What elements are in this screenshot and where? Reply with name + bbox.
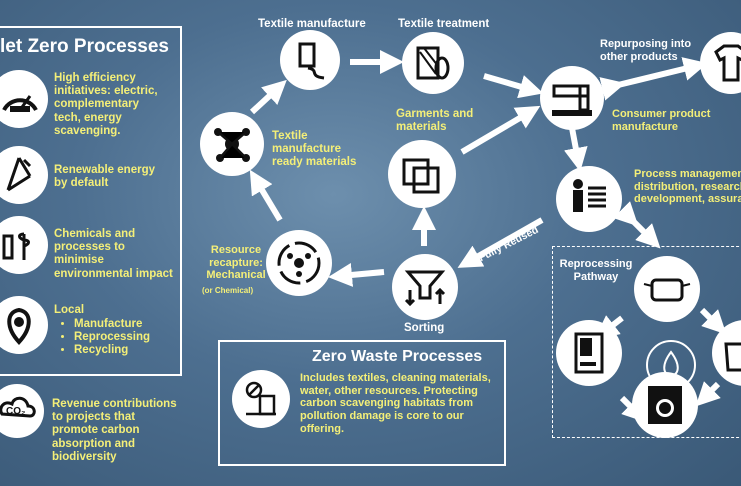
net-zero-item-efficiency: High efficiency initiatives: electric, c… bbox=[54, 72, 158, 137]
arrow-fully-reused bbox=[457, 217, 544, 268]
label-garments: Garments and materials bbox=[396, 108, 474, 134]
net-zero-panel bbox=[0, 26, 182, 376]
lab-plant-icon bbox=[0, 216, 48, 274]
label-textile-manufacture: Textile manufacture bbox=[258, 18, 366, 30]
cleaning-bucket-icon bbox=[712, 320, 741, 386]
arrow-repurposing bbox=[599, 57, 708, 101]
local-bullet-recycling: Recycling bbox=[74, 344, 150, 357]
washing-machine-icon bbox=[632, 372, 698, 438]
face-mask-icon bbox=[634, 256, 700, 322]
vending-machine-icon bbox=[556, 320, 622, 386]
arrow-sorting-to-recapture bbox=[328, 262, 385, 287]
spool-icon bbox=[280, 30, 340, 90]
net-zero-item-chemicals: Chemicals and processes to minimise envi… bbox=[54, 228, 173, 280]
recycle-icon bbox=[0, 146, 48, 204]
arrow-ready-to-manufacture bbox=[249, 79, 287, 115]
funnel-icon bbox=[392, 254, 458, 320]
label-process-management: Process management, distribution, resear… bbox=[634, 168, 741, 206]
zero-waste-text: Includes textiles, cleaning materials, w… bbox=[300, 372, 491, 435]
zero-waste-title: Zero Waste Processes bbox=[312, 348, 483, 365]
arrow-sewing-to-management bbox=[563, 127, 588, 172]
net-zero-title: let Zero Processes bbox=[0, 36, 169, 57]
net-zero-item-local: Local bbox=[54, 304, 85, 316]
molecule-icon bbox=[200, 112, 264, 176]
label-textile-treatment: Textile treatment bbox=[398, 18, 490, 30]
svg-text:CO₂: CO₂ bbox=[6, 406, 25, 417]
label-textile-ready: Textile manufacture ready materials bbox=[272, 130, 357, 169]
revenue-text: Revenue contributions to projects that p… bbox=[52, 398, 177, 463]
recapture-icon bbox=[266, 230, 332, 296]
arrow-reproc-3 bbox=[695, 381, 721, 407]
label-consumer-product: Consumer product manufacture bbox=[612, 108, 711, 133]
tshirt-icon bbox=[700, 32, 741, 94]
local-bullets: Manufacture Reprocessing Recycling bbox=[58, 318, 150, 358]
reprocessing-panel bbox=[552, 246, 741, 438]
arrow-treatment-to-sewing bbox=[483, 73, 544, 99]
arrow-management-to-reprocessing bbox=[613, 201, 661, 249]
sewing-machine-icon bbox=[540, 66, 604, 130]
garments-icon bbox=[388, 140, 456, 208]
label-resource-recapture: Resource recapture: Mechanical bbox=[206, 244, 266, 282]
local-bullet-reprocessing: Reprocessing bbox=[74, 331, 150, 344]
label-repurposing: Repurposing into other products bbox=[600, 38, 692, 63]
net-zero-item-renewable: Renewable energy by default bbox=[54, 164, 155, 190]
manager-icon bbox=[556, 166, 622, 232]
arrow-garments-to-sewing bbox=[460, 105, 541, 155]
arrow-recapture-to-ready bbox=[249, 169, 283, 222]
fabric-roll-icon bbox=[402, 32, 464, 94]
zero-waste-panel bbox=[218, 340, 506, 466]
map-pin-icon bbox=[0, 296, 48, 354]
local-bullet-manufacture: Manufacture bbox=[74, 318, 150, 331]
label-sorting: Sorting bbox=[404, 322, 445, 334]
arrow-reproc-2 bbox=[699, 307, 727, 335]
label-resource-recapture-sub: (or Chemical) bbox=[202, 286, 254, 295]
efficiency-gauge-icon bbox=[0, 70, 48, 128]
co2-icon: CO₂ bbox=[0, 384, 44, 438]
no-waste-icon bbox=[232, 370, 290, 428]
label-reprocessing: Reprocessing Pathway bbox=[559, 258, 633, 283]
